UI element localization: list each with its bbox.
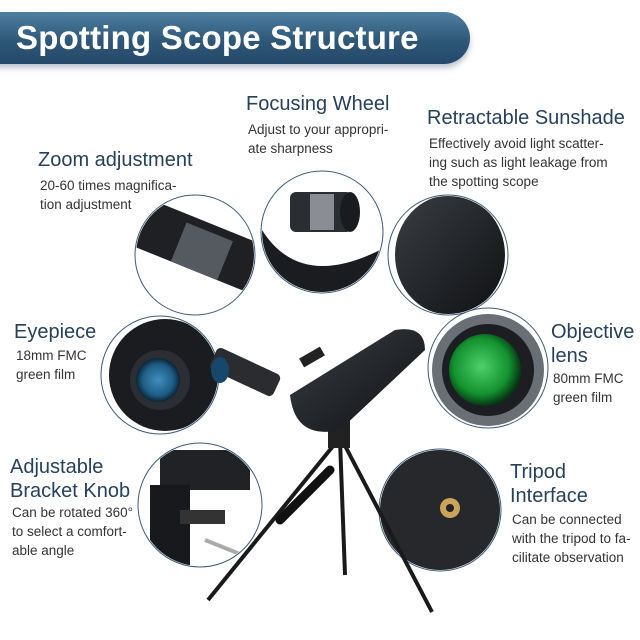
focusing-wheel-detail-circle bbox=[260, 170, 384, 294]
page-title: Spotting Scope Structure bbox=[16, 19, 419, 56]
focusing-wheel-heading: Focusing Wheel bbox=[246, 93, 390, 115]
spotting-scope-image bbox=[206, 329, 434, 613]
sunshade-desc: Effectively avoid light scatter-ing such… bbox=[429, 136, 608, 189]
sunshade-heading: Retractable Sunshade bbox=[427, 107, 625, 129]
focusing-wheel-desc: Adjust to your appropri-ate sharpness bbox=[248, 122, 389, 156]
bracket-desc: Can be rotated 360°to select a comfort-a… bbox=[12, 505, 133, 558]
zoom-desc: 20-60 times magnifica-tion adjustment bbox=[40, 178, 177, 212]
sunshade-detail-circle bbox=[387, 194, 509, 316]
eyepiece-heading: Eyepiece bbox=[14, 321, 97, 343]
bracket-knob-detail-circle bbox=[137, 442, 263, 568]
zoom-detail-circle bbox=[134, 194, 256, 316]
zoom-heading: Zoom adjustment bbox=[38, 149, 193, 171]
eyepiece-detail-circle bbox=[100, 315, 220, 435]
objective-lens-detail-circle bbox=[427, 307, 549, 429]
title-banner: Spotting Scope Structure bbox=[0, 12, 470, 64]
tripod-interface-detail-circle bbox=[378, 448, 502, 572]
